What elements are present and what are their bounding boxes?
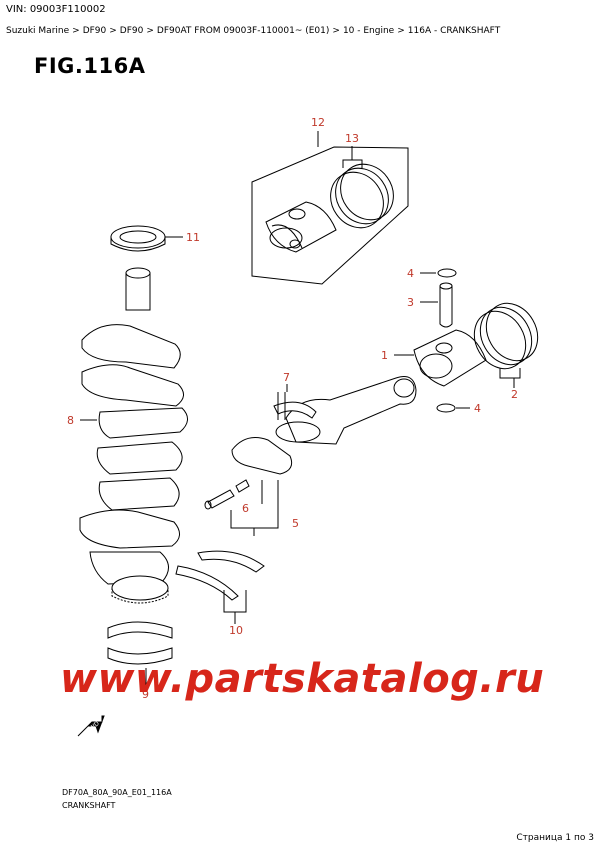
callout-5: 5 (292, 517, 299, 530)
circlip-4-top (420, 268, 457, 278)
pager-current: 1 (565, 833, 572, 843)
piston-set-drawing (265, 201, 337, 253)
breadcrumb-item-current: 116A - CRANKSHAFT (407, 26, 501, 36)
drawing-caption: CRANKSHAFT (62, 801, 116, 810)
breadcrumb-item-df90[interactable]: DF90 (82, 26, 107, 36)
pager-middle: по (574, 833, 586, 843)
callout-1: 1 (381, 349, 388, 362)
callout-12: 12 (311, 116, 325, 129)
breadcrumb-separator: > (72, 26, 80, 36)
breadcrumb-item-suzuki-marine[interactable]: Suzuki Marine (6, 26, 70, 36)
breadcrumb-item-df90at[interactable]: DF90AT FROM 09003F-110001~ (E01) (156, 26, 330, 36)
breadcrumb-separator: > (109, 26, 117, 36)
pager-total-link[interactable]: 3 (588, 833, 594, 843)
callout-4-top: 4 (407, 267, 414, 280)
callout-4-bottom: 4 (474, 402, 481, 415)
callout-13: 13 (345, 132, 359, 145)
circlip-4-bottom (436, 403, 470, 413)
callout-9: 9 (142, 688, 149, 701)
callout-10: 10 (229, 624, 243, 637)
watermark: www.partskatalog.ru (60, 656, 545, 702)
callout-11: 11 (186, 231, 200, 244)
breadcrumb-separator: > (397, 26, 405, 36)
piston-pin-3 (420, 282, 453, 328)
vin-label: VIN: 09003F110002 (6, 4, 106, 15)
thrust-washers-10 (175, 550, 265, 624)
conrod-bearing-7 (273, 384, 317, 420)
breadcrumb-separator: > (146, 26, 154, 36)
fwd-arrow-icon (77, 715, 105, 737)
callout-7: 7 (283, 371, 290, 384)
breadcrumb: Suzuki Marine>DF90>DF90>DF90AT FROM 0900… (6, 26, 500, 36)
figure-title: FIG.116A (34, 54, 146, 78)
callout-6: 6 (242, 502, 249, 515)
piston-rings-2 (473, 302, 539, 388)
breadcrumb-item-engine[interactable]: 10 - Engine (342, 26, 395, 36)
piston-rings-13 (330, 146, 394, 229)
drawing-code: DF70A_80A_90A_E01_116A (62, 788, 172, 797)
connecting-rod-drawing (231, 376, 417, 504)
breadcrumb-separator: > (332, 26, 340, 36)
thrust-bearing-9 (107, 621, 173, 688)
pagination: Страница 1 по 3 (516, 833, 594, 843)
pager-prefix: Страница (516, 833, 563, 843)
piston-set-box (251, 131, 409, 285)
callout-2: 2 (511, 388, 518, 401)
callout-8: 8 (67, 414, 74, 427)
callout-3: 3 (407, 296, 414, 309)
oil-seal-11 (110, 225, 183, 252)
crankshaft-drawing (79, 267, 188, 604)
rod-bolt-6 (204, 479, 279, 536)
breadcrumb-item-df90-model[interactable]: DF90 (119, 26, 144, 36)
